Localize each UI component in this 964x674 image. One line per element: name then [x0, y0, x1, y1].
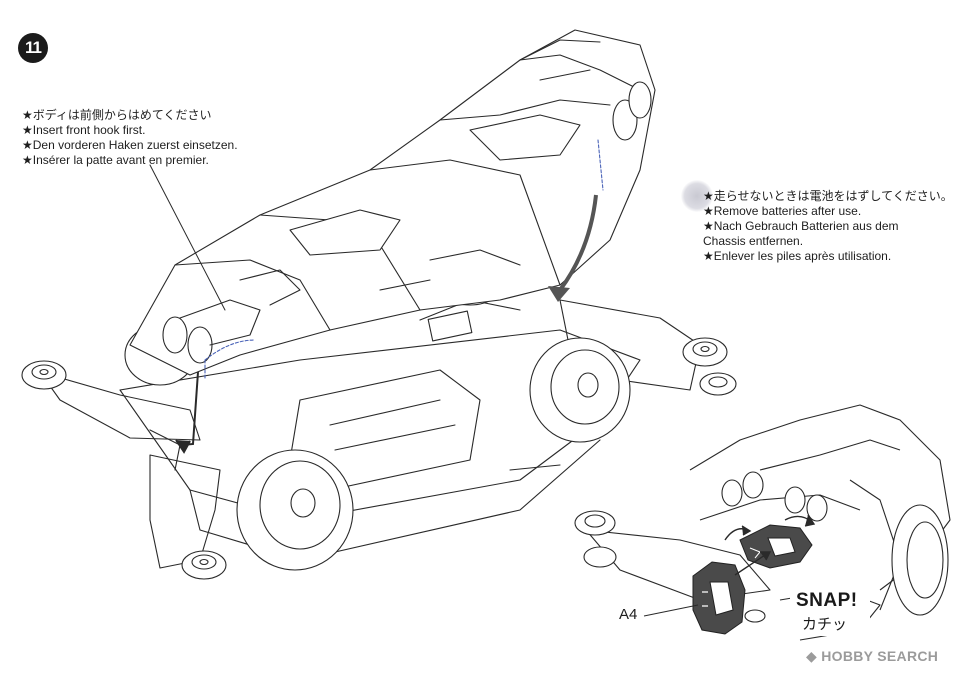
mounted-bumper: [739, 524, 813, 569]
note-line-fr: ★Enlever les piles après utilisation.: [703, 249, 892, 263]
note-line-en: ★Remove batteries after use.: [703, 204, 862, 218]
note-line-fr: ★Insérer la patte avant en premier.: [22, 153, 209, 167]
snap-callout-japanese: カチッ: [802, 616, 848, 633]
note-line-ja: ★ボディは前側からはめてください: [22, 108, 212, 122]
note-line-de-1: ★Nach Gebrauch Batterien aus dem: [703, 219, 899, 233]
note-line-ja: ★走らせないときは電池をはずしてください。: [703, 189, 953, 203]
rear-inset-drawing: [574, 404, 951, 641]
body-shell-drawing: [129, 29, 656, 376]
part-a4-label: A4: [619, 606, 638, 623]
rear-down-arrow: [548, 194, 598, 302]
front-hook-arrow: [175, 371, 199, 454]
note-line-en: ★Insert front hook first.: [22, 123, 146, 137]
part-a4-shape: [692, 561, 746, 635]
insert-arrows: [724, 514, 816, 576]
step-number-badge: 11: [18, 33, 48, 63]
battery-note: ★走らせないときは電池をはずしてください。 ★Remove batteries …: [703, 189, 953, 264]
battery-note-shade: [681, 180, 713, 212]
front-hook-note: ★ボディは前側からはめてください ★Insert front hook firs…: [22, 108, 238, 168]
hobby-search-watermark: ◆ HOBBY SEARCH: [806, 648, 939, 664]
note-line-de: ★Den vorderen Haken zuerst einsetzen.: [22, 138, 238, 152]
snap-callout-box: [790, 588, 870, 636]
snap-callout-text: SNAP!: [796, 590, 858, 611]
note-line-de-2: Chassis entfernen.: [703, 234, 804, 248]
watermark-logo-icon: ◆: [806, 648, 822, 664]
